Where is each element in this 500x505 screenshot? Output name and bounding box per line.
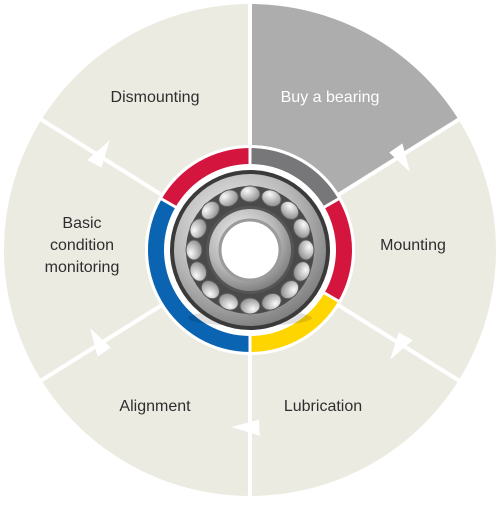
- cycle-arrow-notch: [390, 332, 413, 360]
- ring-arc-grey: [250, 148, 339, 207]
- segment-monitoring[interactable]: [4, 119, 161, 381]
- segment-label-buy-a-bearing[interactable]: Buy a bearing: [280, 89, 380, 106]
- spherical-roller-bearing-icon: [170, 170, 330, 330]
- segment-mounting[interactable]: [339, 119, 496, 381]
- segment-alignment[interactable]: [41, 305, 250, 496]
- ring-arc-red-top: [161, 148, 250, 207]
- ring-arc-yellow: [250, 293, 339, 352]
- segment-buy[interactable]: [250, 4, 459, 195]
- ring-arc-blue: [147, 199, 250, 352]
- segment-lubrication[interactable]: [250, 305, 459, 496]
- segment-label-mounting[interactable]: Mounting: [380, 237, 446, 254]
- ring-arc-red: [324, 199, 352, 301]
- segment-label-dismounting[interactable]: Dismounting: [110, 89, 200, 106]
- segment-label-alignment[interactable]: Alignment: [119, 398, 191, 415]
- segment-label-lubrication[interactable]: Lubrication: [283, 398, 363, 415]
- segment-label-basic-condition-monitoring[interactable]: Basic condition monitoring: [44, 215, 120, 276]
- cycle-arrow-notch: [231, 419, 260, 436]
- cycle-arrow-notch: [389, 143, 410, 172]
- segment-dismounting[interactable]: [41, 4, 250, 195]
- cycle-arrow-notch: [87, 140, 110, 168]
- cycle-arrow-notch: [90, 328, 111, 357]
